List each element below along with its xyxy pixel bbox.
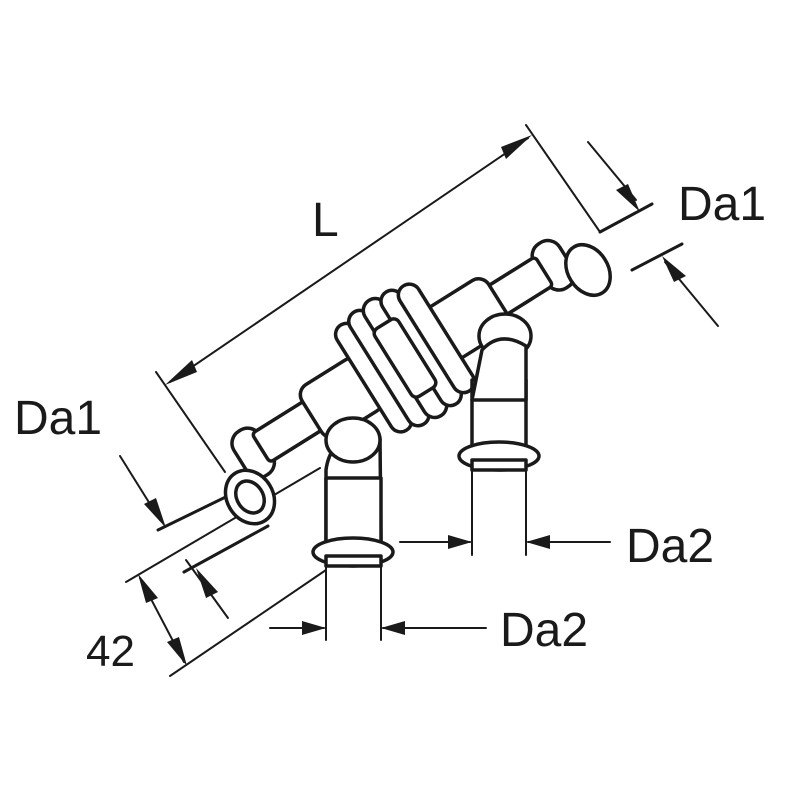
dimension-branch-diameter-right [399,469,611,556]
right-end-outer [564,243,612,297]
branch-right-elbow [470,337,528,402]
collar-core [372,317,438,399]
arrowhead-42-bottom [167,637,187,666]
arrowhead-da1-top-a [616,184,640,212]
da2-bottom-label: Da2 [500,604,588,657]
branch-right [457,312,541,472]
arrowhead-da2-bottom-a [302,621,326,635]
tee-fitting-body [223,238,612,568]
branch-left-spigot [324,554,383,568]
tick-da1-top-a [598,202,654,234]
tick-da1-top-b [630,242,684,272]
left-end-bore [234,479,266,515]
dimension-branch-offset [125,467,327,677]
da2-right-label: Da2 [626,520,714,573]
arrowhead-da1-left-a [144,498,166,528]
arrowhead-length-left [165,360,197,385]
branch-right-spigot [470,458,528,472]
length-label: L [312,194,339,247]
arrowhead-da1-top-b [662,256,686,282]
da1-top-label: Da1 [678,178,766,231]
tick-da1-left-b [182,524,270,574]
offset-42-label: 42 [86,627,135,676]
branch-left-elbow-cap [324,416,382,464]
dimension-length [155,124,601,473]
dimension-run-diameter-top [587,141,719,327]
extension-line-left-end [155,371,226,473]
arrowhead-length-right [501,135,532,159]
main-run [230,238,577,480]
da1-left-label: Da1 [14,392,102,445]
arrowhead-da2-right-b [526,535,550,549]
dimension-branch-diameter-bottom [269,565,487,641]
arrowhead-42-top [138,574,158,603]
extension-line-right-end [525,124,601,233]
arrowhead-da2-right-a [448,535,472,549]
arrowhead-da2-bottom-b [381,621,405,635]
extension-line-42-top [125,467,321,583]
branch-left [311,416,395,568]
dimension-line-length [169,137,529,383]
extension-line-42-bottom [169,569,327,677]
arrowhead-da1-left-b [196,568,218,598]
collar-rib-5 [396,282,477,395]
